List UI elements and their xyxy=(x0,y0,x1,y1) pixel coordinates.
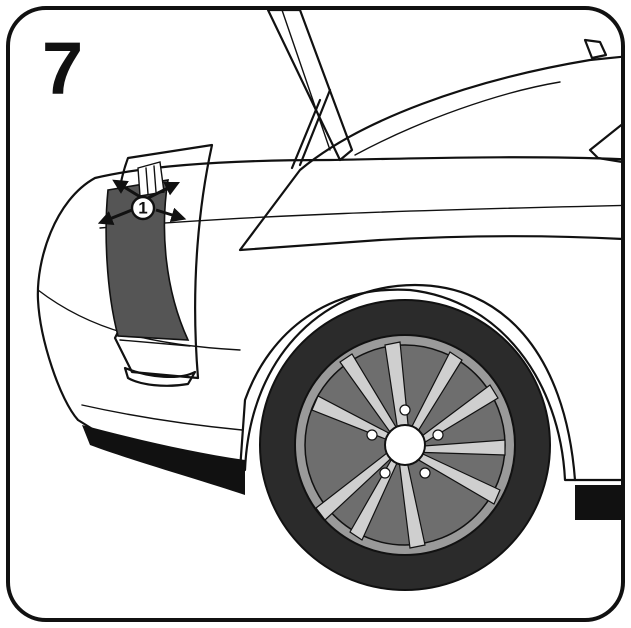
hood xyxy=(268,10,352,168)
scene: 1 xyxy=(38,10,631,590)
underbody-shadow xyxy=(82,425,245,495)
callout-label: 1 xyxy=(138,199,147,218)
wheel xyxy=(260,300,550,590)
callout-1: 1 xyxy=(132,197,154,219)
hub xyxy=(385,425,425,465)
lower-body-line xyxy=(82,405,242,430)
step-number: 7 xyxy=(42,27,83,110)
roof-spoiler xyxy=(585,40,606,58)
